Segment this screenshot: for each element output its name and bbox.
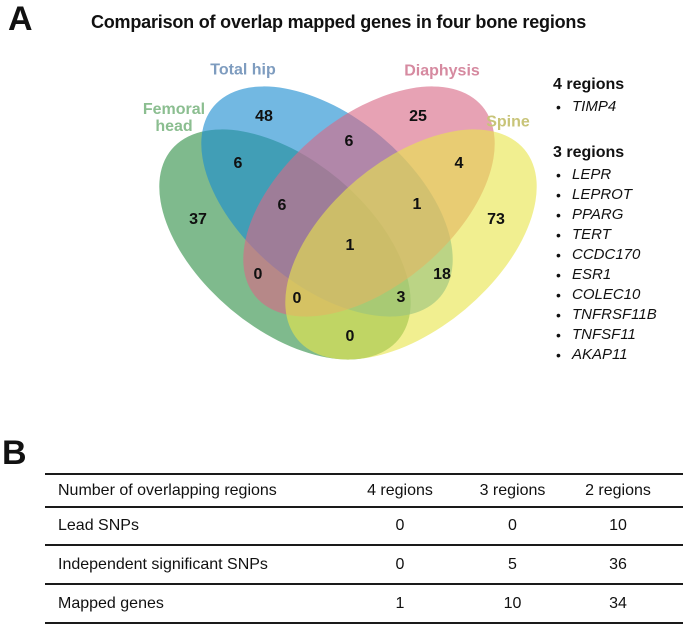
table-header-overlapping-regions: Number of overlapping regions xyxy=(58,481,277,499)
row-label-mapped-genes: Mapped genes xyxy=(58,594,164,612)
panel-b-label: B xyxy=(2,434,27,472)
venn-count-fh-dia: 0 xyxy=(253,266,263,283)
venn-count-dia-spine: 4 xyxy=(454,155,464,172)
cell-value: 0 xyxy=(395,555,405,573)
gene-item: AKAP11 xyxy=(553,345,683,365)
gene-item: PPARG xyxy=(553,205,683,225)
overlap-summary-table: Number of overlapping regions 4 regions … xyxy=(45,473,683,624)
gene-item: TNFRSF11B xyxy=(553,305,683,325)
figure-title: Comparison of overlap mapped genes in fo… xyxy=(90,12,587,32)
cell-value: 0 xyxy=(508,517,517,534)
venn-count-fh-dia-spine: 0 xyxy=(292,290,302,307)
venn-count-th-dia: 6 xyxy=(344,133,354,150)
gene-list-4-regions: TIMP4 xyxy=(553,97,683,117)
gene-item: COLEC10 xyxy=(553,285,683,305)
set-label-total-hip: Total hip xyxy=(210,61,276,79)
venn-count-fh-th-dia: 6 xyxy=(277,197,287,214)
gene-item: LEPROT xyxy=(553,185,683,205)
venn-count-fh-th-spine: 3 xyxy=(396,289,406,306)
gene-item: TERT xyxy=(553,225,683,245)
row-label-independent-significant-snps: Independent significant SNPs xyxy=(58,555,268,573)
table-row: Mapped genes 1 10 34 xyxy=(45,584,683,623)
venn-count-dia-only: 25 xyxy=(409,108,427,125)
venn-count-th-only: 48 xyxy=(255,108,273,125)
table-row: Lead SNPs 0 0 10 xyxy=(45,507,683,545)
gene-lists: 4 regions TIMP4 3 regions LEPR LEPROT PP… xyxy=(553,76,683,365)
cell-value: 10 xyxy=(609,517,627,534)
gene-item: TIMP4 xyxy=(553,97,683,117)
cell-value: 34 xyxy=(609,594,627,612)
cell-value: 0 xyxy=(395,517,405,534)
panel-a-label: A xyxy=(8,0,33,38)
cell-value: 1 xyxy=(395,594,405,612)
cell-value: 5 xyxy=(508,555,517,573)
gene-item: LEPR xyxy=(553,165,683,185)
venn-count-fh-only: 37 xyxy=(189,211,207,228)
gene-item: ESR1 xyxy=(553,265,683,285)
venn-count-th-spine: 18 xyxy=(433,266,451,283)
venn-count-fh-th: 6 xyxy=(233,155,243,172)
cell-value: 10 xyxy=(503,594,522,612)
venn-count-th-dia-spine: 1 xyxy=(412,196,422,213)
venn-count-fh-spine: 0 xyxy=(345,328,355,345)
gene-item: TNFSF11 xyxy=(553,325,683,345)
table-header-3-regions: 3 regions xyxy=(479,481,546,499)
row-label-lead-snps: Lead SNPs xyxy=(58,517,139,534)
gene-list-heading-4-regions: 4 regions xyxy=(553,76,625,93)
gene-list-3-regions: LEPR LEPROT PPARG TERT CCDC170 ESR1 COLE… xyxy=(553,165,683,365)
venn-count-spine-only: 73 xyxy=(487,211,505,228)
venn-count-all-four: 1 xyxy=(345,237,355,254)
cell-value: 36 xyxy=(609,555,627,573)
table-header-row: Number of overlapping regions 4 regions … xyxy=(45,474,683,507)
table-header-4-regions: 4 regions xyxy=(367,481,433,499)
gene-list-heading-3-regions: 3 regions xyxy=(553,144,625,161)
set-label-spine: Spine xyxy=(486,113,530,131)
gene-item: CCDC170 xyxy=(553,245,683,265)
set-label-diaphysis: Diaphysis xyxy=(404,62,480,80)
table-header-2-regions: 2 regions xyxy=(585,481,651,499)
set-label-femoral-head: Femoral head xyxy=(142,101,206,135)
table-row: Independent significant SNPs 0 5 36 xyxy=(45,545,683,584)
